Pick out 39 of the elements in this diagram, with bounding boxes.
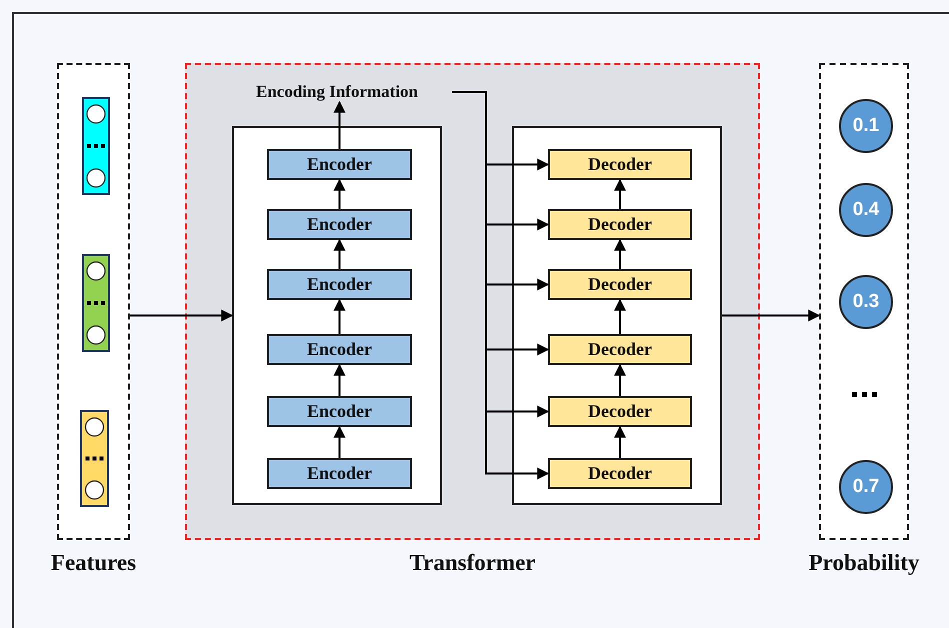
encoder-box: Encoder (267, 334, 412, 365)
arrow (722, 310, 820, 322)
probability-circle: 0.7 (839, 460, 893, 514)
arrow (614, 178, 626, 209)
decoder-box: Decoder (548, 269, 692, 300)
group-heading: Probability (808, 550, 920, 576)
arrow (614, 426, 626, 458)
arrow (334, 426, 346, 458)
encoder-box: Encoder (267, 396, 412, 427)
arrow (130, 310, 234, 322)
encoder-box: Encoder (267, 458, 412, 489)
decoder-box: Decoder (548, 396, 692, 427)
arrow (334, 100, 346, 149)
text-label: Encoding Information (237, 82, 437, 102)
stack-box (232, 126, 442, 505)
group-heading: Features (50, 550, 136, 576)
arrow (452, 91, 550, 480)
decoder-box: Decoder (548, 334, 692, 365)
probability-circle: 0.4 (839, 183, 893, 237)
arrow (614, 364, 626, 396)
arrow (334, 298, 346, 334)
decoder-box: Decoder (548, 149, 692, 180)
probability-circle: 0.1 (839, 99, 893, 153)
decoder-box: Decoder (548, 209, 692, 240)
decoder-box: Decoder (548, 458, 692, 489)
arrow (614, 298, 626, 334)
encoder-box: Encoder (267, 269, 412, 300)
feature-vector-bar (82, 97, 110, 195)
arrow (614, 238, 626, 269)
stack-box (512, 126, 722, 505)
arrow (334, 364, 346, 396)
feature-vector-bar (80, 410, 109, 507)
group-heading: Transformer (409, 550, 536, 576)
encoder-box: Encoder (267, 209, 412, 240)
arrow (334, 178, 346, 209)
probability-circle: 0.3 (839, 275, 893, 329)
arrow (334, 238, 346, 269)
feature-vector-bar (82, 254, 110, 352)
encoder-box: Encoder (267, 149, 412, 180)
